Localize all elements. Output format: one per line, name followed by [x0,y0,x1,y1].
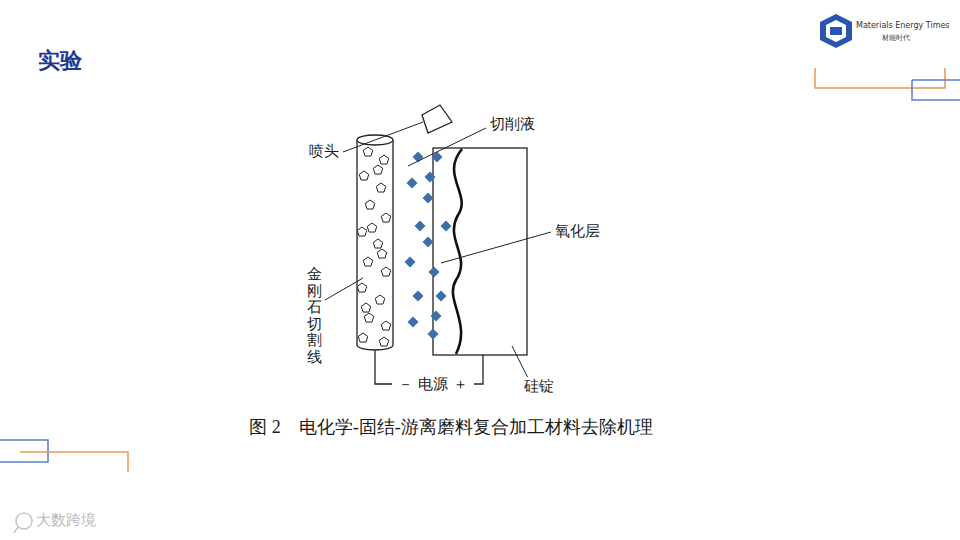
abrasive-grain [364,313,374,322]
free-abrasive [408,317,419,328]
abrasive-grain [365,200,375,209]
abrasive-grain [358,333,368,342]
free-abrasive [425,172,436,183]
logo-text: Materials Energy Times [856,21,950,31]
abrasive-grain [357,227,367,236]
abrasive-grain [379,337,389,346]
abrasive-grain [381,321,391,330]
free-abrasive [405,257,416,268]
nozzle [422,105,452,133]
logo-icon [820,14,852,48]
abrasive-grains [357,147,391,346]
free-abrasive [413,291,424,302]
abrasive-grain [376,183,386,192]
free-abrasive [415,221,426,232]
watermark: 大数跨境 [36,511,96,529]
leader-line [325,122,551,378]
free-abrasive [441,221,452,232]
abrasive-grain [367,223,377,232]
figure-caption: 图 2 电化学-固结-游离磨料复合加工材料去除机理 [249,417,653,439]
free-abrasive [407,178,418,189]
slide-title: 实验 [38,48,82,74]
power-label: － 电源 ＋ [396,375,470,393]
abrasive-grain [363,147,373,156]
diamond-wire [357,135,393,350]
abrasive-grain [363,257,373,266]
logo-text: 材能时代 [882,34,910,42]
corner-decoration [0,68,960,472]
abrasive-grain [375,295,385,304]
free-abrasive [429,267,440,278]
part-label: 切削液 [488,115,537,133]
free-abrasive [428,329,439,340]
free-abrasive [432,152,443,163]
free-abrasives [405,152,452,340]
free-abrasive [436,291,447,302]
free-abrasive [423,237,434,248]
watermark-icon [14,513,32,533]
part-label: 氧化层 [553,222,602,240]
part-label: 喷头 [307,142,341,160]
abrasive-grain [357,283,367,292]
abrasive-grain [361,303,371,312]
abrasive-grain [359,171,369,180]
abrasive-grain [379,155,389,164]
abrasive-grain [373,239,383,248]
oxide-boundary [453,149,462,354]
abrasive-grain [377,249,387,258]
free-abrasive [431,311,442,322]
free-abrasive [423,193,434,204]
abrasive-grain [381,213,391,222]
part-label: 硅锭 [522,377,556,395]
abrasive-grain [381,267,391,276]
part-label: 金刚石切割线 [307,266,322,365]
abrasive-grain [373,165,383,174]
